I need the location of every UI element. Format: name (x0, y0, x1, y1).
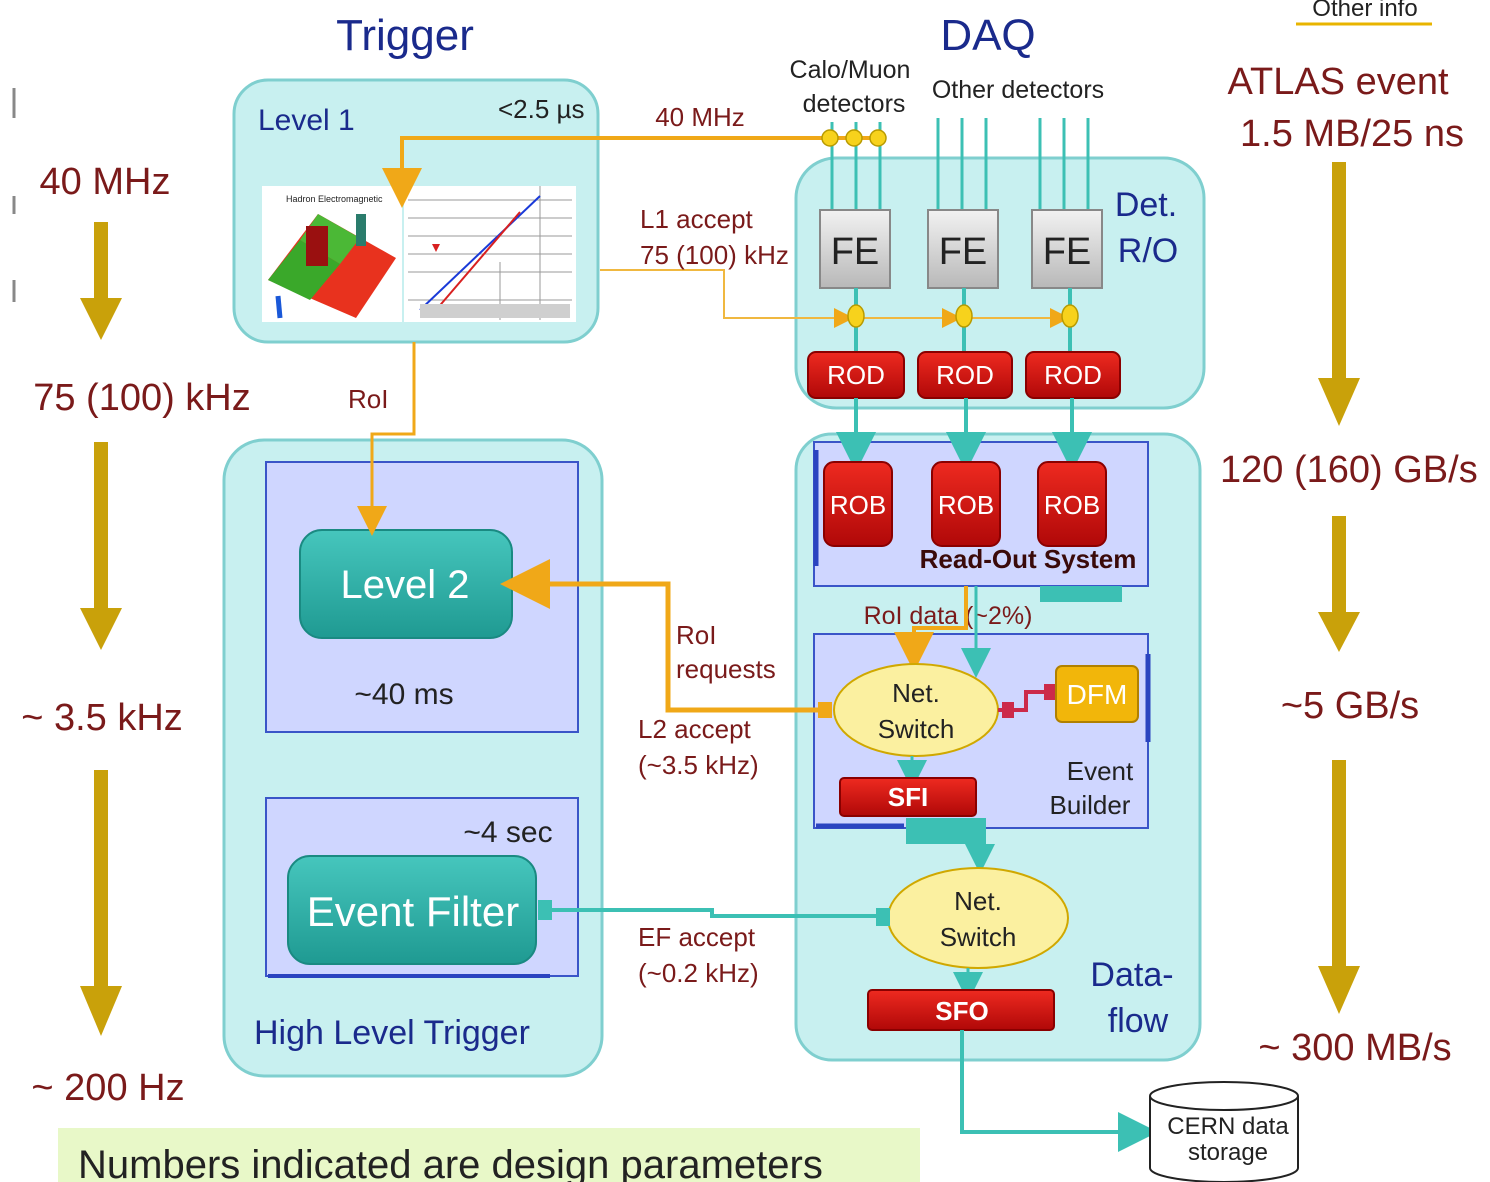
rate-left-4: ~ 200 Hz (31, 1067, 184, 1109)
event-filter-module: Event Filter (287, 855, 537, 965)
rod-label-1: ROD (827, 360, 885, 390)
rob-box-1: ROB (823, 461, 893, 547)
readout-system-label: Read-Out System (920, 544, 1137, 574)
rob-label-3: ROB (1044, 490, 1100, 520)
other-detectors-label: Other detectors (932, 76, 1104, 104)
dataflow-label-line2: flow (1108, 1002, 1169, 1040)
rob-label-2: ROB (938, 490, 994, 520)
l1-nodes (847, 304, 1079, 328)
l2-accept-line2: (~3.5 kHz) (638, 750, 759, 780)
rate-right-1: 120 (160) GB/s (1220, 449, 1478, 491)
sfi-label: SFI (888, 782, 928, 812)
rod-label-3: ROD (1044, 360, 1102, 390)
roi-requests-line1: RoI (676, 620, 716, 650)
det-ro-label-line1: Det. (1115, 186, 1177, 224)
roi-data-lines (894, 586, 991, 678)
event-builder-label-line2: Builder (1050, 790, 1131, 820)
clock-label: 40 MHz (655, 102, 745, 132)
df-switch-line1: Net. (954, 886, 1002, 916)
fe-box-2: FE (927, 209, 999, 289)
ef-latency: ~4 sec (463, 816, 552, 849)
fe-box-1: FE (819, 209, 891, 289)
level1-latency: <2.5 µs (498, 94, 585, 124)
calo-muon-label-line1: Calo/Muon (790, 56, 911, 84)
level1-figure-caption: Hadron Electromagnetic (286, 194, 383, 204)
eb-switch-line1: Net. (892, 678, 940, 708)
rate-left-2: 75 (100) kHz (33, 377, 251, 419)
rob-box-3: ROB (1037, 461, 1107, 547)
ef-accept-line2: (~0.2 kHz) (638, 958, 759, 988)
rate-left-3: ~ 3.5 kHz (21, 697, 183, 739)
level2-latency: ~40 ms (354, 678, 453, 711)
df-net-switch: Net. Switch (887, 867, 1069, 969)
level1-calorimeter-figure: Hadron Electromagnetic (262, 186, 402, 322)
cern-storage-icon: CERN data storage (1149, 1081, 1299, 1182)
rod-label-2: ROD (936, 360, 994, 390)
footnote-text: Numbers indicated are design parameters (78, 1143, 823, 1182)
level2-module: Level 2 (299, 529, 513, 639)
dfm-box: DFM (1055, 665, 1139, 723)
eb-net-switch: Net. Switch (833, 663, 999, 757)
det-ro-label-line2: R/O (1118, 232, 1178, 270)
event-builder-label-line1: Event (1067, 756, 1134, 786)
level1-title: Level 1 (258, 104, 355, 137)
df-switch-line2: Switch (940, 922, 1017, 952)
rod-box-3: ROD (1025, 351, 1121, 399)
right-rate-arrows (1318, 162, 1360, 1014)
dfm-label: DFM (1067, 679, 1128, 710)
l1-accept-line (600, 269, 1070, 328)
l1-accept-line1: L1 accept (640, 204, 754, 234)
rate-right-3: ~ 300 MB/s (1258, 1027, 1451, 1069)
storage-line2: storage (1188, 1139, 1268, 1166)
atlas-event-line1: ATLAS event (1227, 61, 1449, 103)
fe-label-2: FE (939, 231, 988, 273)
hlt-title: High Level Trigger (254, 1014, 530, 1052)
rod-box-1: ROD (807, 351, 905, 399)
fe-label-1: FE (831, 231, 880, 273)
rate-left-1: 40 MHz (40, 161, 171, 203)
level1-muon-figure (404, 186, 576, 322)
event-filter-label: Event Filter (307, 888, 519, 935)
sfi-box: SFI (839, 777, 977, 817)
atlas-event-line2: 1.5 MB/25 ns (1240, 113, 1464, 155)
dfm-link (998, 684, 1056, 718)
roi-requests-line2: requests (676, 654, 776, 684)
roi-data-label: RoI data (~2%) (864, 602, 1033, 630)
daq-header: DAQ (940, 11, 1035, 60)
l1-accept-line2: 75 (100) kHz (640, 240, 789, 270)
sfo-storage-line (960, 1030, 1158, 1152)
l2-accept-line1: L2 accept (638, 714, 752, 744)
rob-box-2: ROB (931, 461, 1001, 547)
level1-panel: Level 1 <2.5 µs Hadron Electromagnetic (232, 78, 600, 344)
roi-line (357, 342, 416, 536)
left-rate-arrows (80, 222, 122, 1036)
rate-right-2: ~5 GB/s (1281, 685, 1419, 727)
fe-label-3: FE (1043, 231, 1092, 273)
clock-line (382, 129, 887, 208)
rob-label-1: ROB (830, 490, 886, 520)
rod-box-2: ROD (917, 351, 1013, 399)
footnote-box: Numbers indicated are design parameters (58, 1128, 920, 1182)
sfo-box: SFO (867, 989, 1055, 1031)
rod-rob-arrows (836, 398, 1092, 472)
trigger-header: Trigger (336, 11, 474, 60)
other-info-header: Other info (1312, 0, 1417, 22)
roi-label: RoI (348, 384, 388, 414)
roi-requests-line (500, 559, 832, 718)
dataflow-label-line1: Data- (1090, 956, 1173, 994)
ef-accept-line1: EF accept (638, 922, 756, 952)
ef-accept-line (538, 900, 890, 926)
sfo-label: SFO (935, 996, 988, 1026)
level2-label: Level 2 (341, 563, 470, 607)
storage-line1: CERN data (1167, 1113, 1289, 1140)
fe-box-3: FE (1031, 209, 1103, 289)
eb-switch-line2: Switch (878, 714, 955, 744)
calo-muon-label-line2: detectors (803, 90, 906, 118)
